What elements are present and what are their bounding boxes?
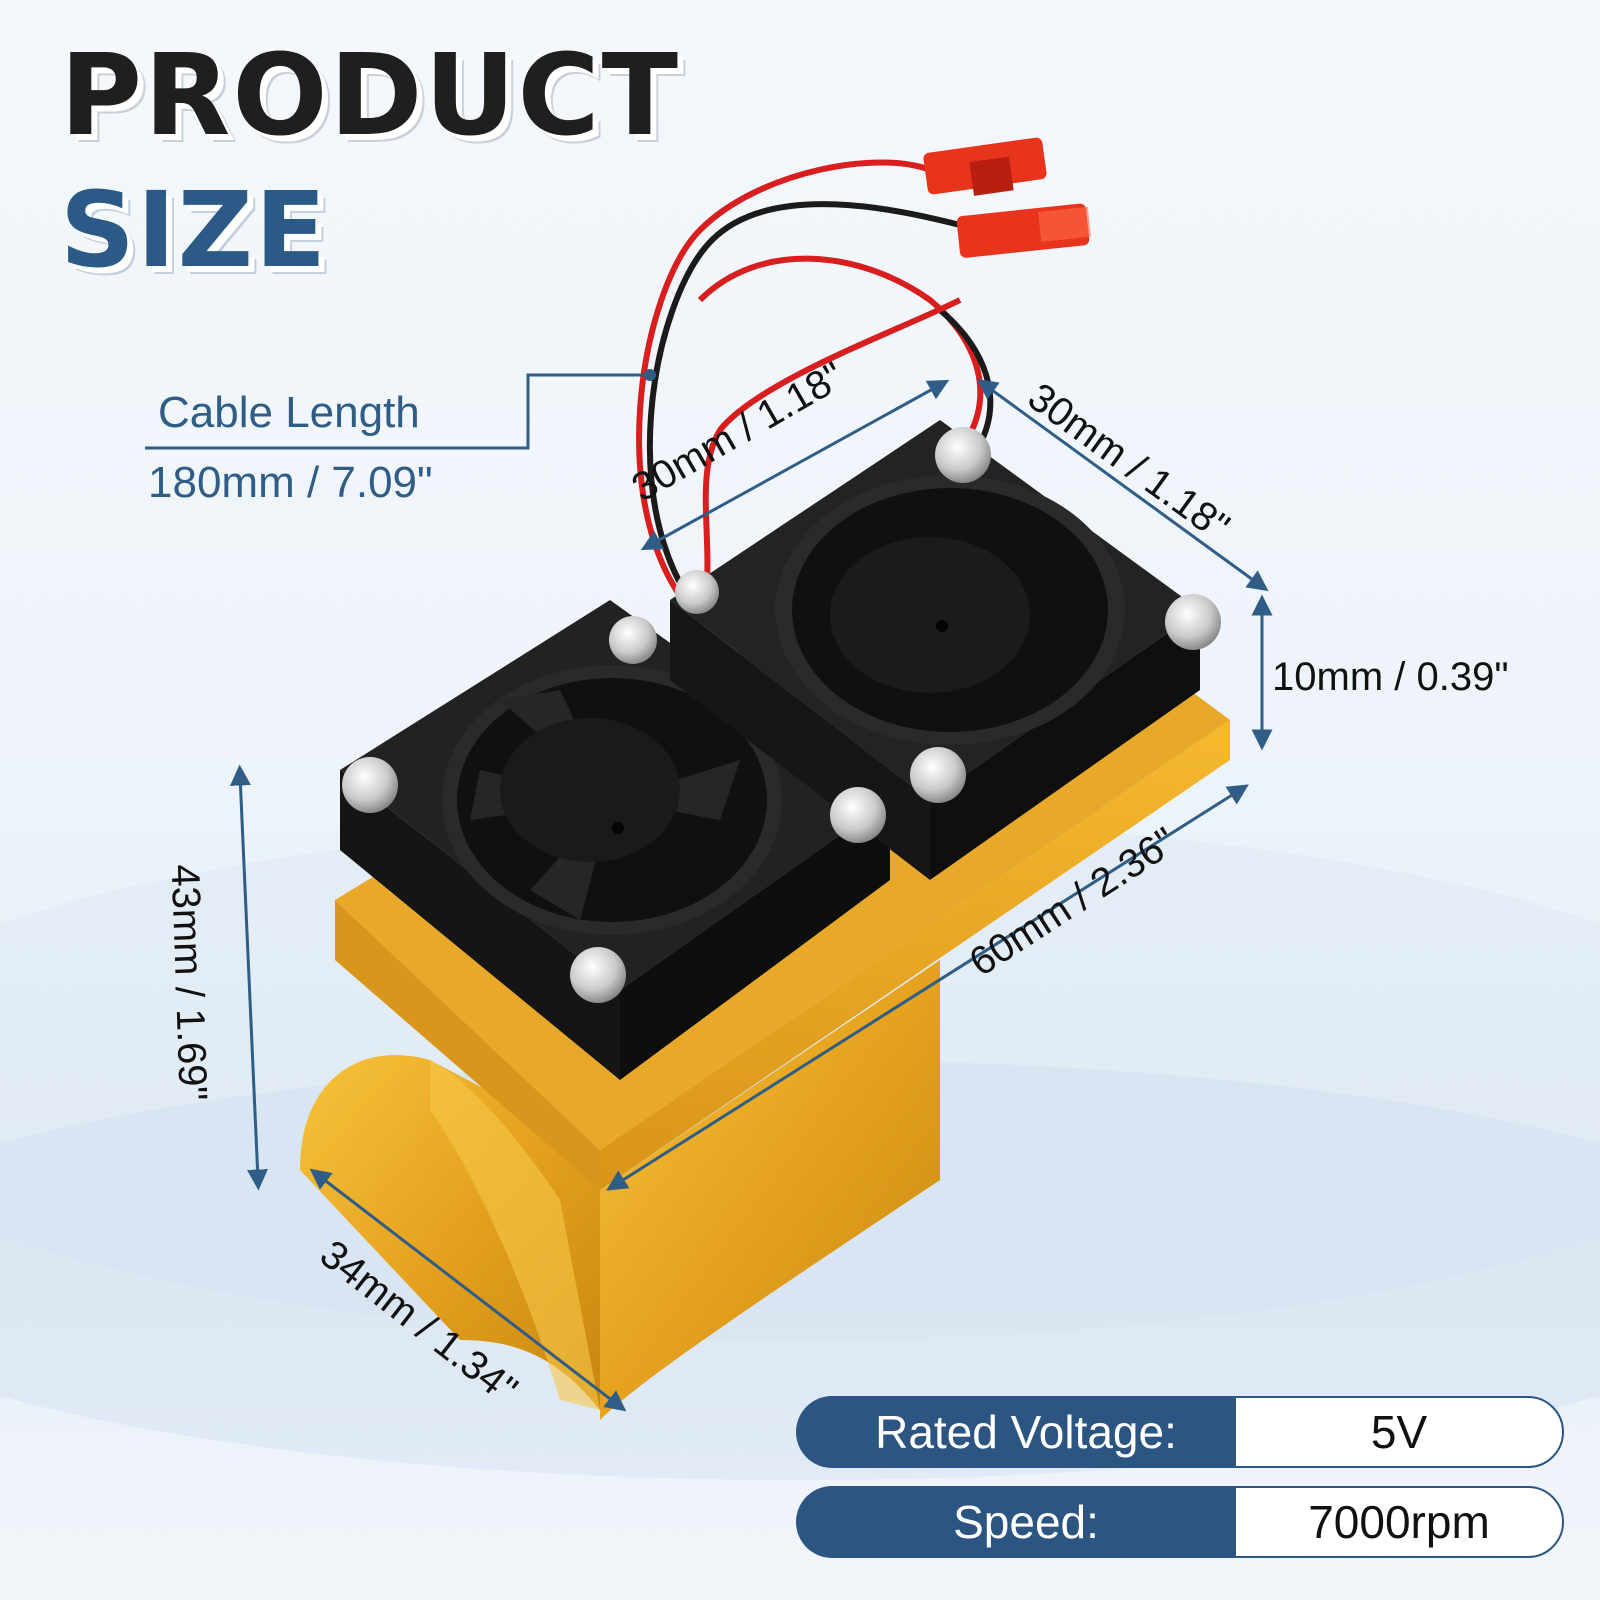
spec-row-voltage: Rated Voltage: 5V (796, 1396, 1564, 1468)
dim-height: 43mm / 1.69" (162, 863, 215, 1102)
cable-leader (145, 373, 650, 450)
spec-row-speed: Speed: 7000rpm (796, 1486, 1564, 1558)
spec-key: Rated Voltage: (796, 1396, 1256, 1468)
dimension-lines (229, 378, 1273, 1412)
title-size: SIZE (60, 169, 329, 291)
cable-length-label: Cable Length (158, 388, 420, 437)
dim-fan-thickness: 10mm / 0.39" (1272, 655, 1509, 699)
spec-value: 7000rpm (1234, 1486, 1564, 1558)
jst-connectors (923, 137, 1091, 258)
cable-leader-dot (644, 369, 656, 381)
cable-length-value: 180mm / 7.09" (148, 458, 433, 507)
spec-value: 5V (1234, 1396, 1564, 1468)
spec-key: Speed: (796, 1486, 1256, 1558)
title-product: PRODUCT (60, 31, 681, 161)
